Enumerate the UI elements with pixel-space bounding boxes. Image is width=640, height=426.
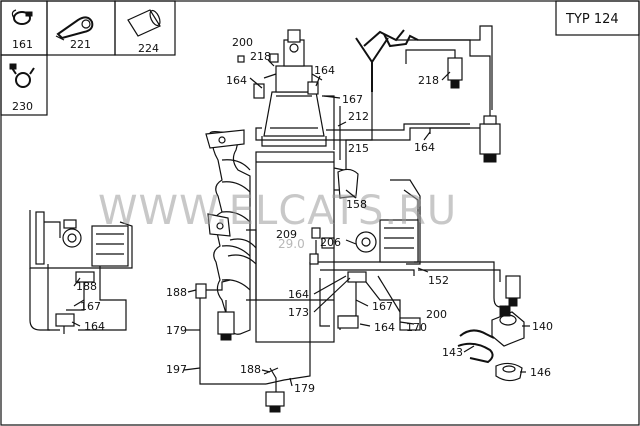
callout-218-right: 218 xyxy=(418,74,439,87)
callout-173: 173 xyxy=(288,306,309,319)
callout-143: 143 xyxy=(442,346,463,359)
legend-label-230: 230 xyxy=(12,100,33,113)
type-label: TYP 124 xyxy=(565,12,619,27)
callout-164-top-mid: 164 xyxy=(314,64,335,77)
callout-labels: 200 218 164 164 167 212 215 218 164 158 … xyxy=(76,36,553,395)
callout-206: 206 xyxy=(320,236,341,249)
callout-212: 212 xyxy=(348,110,369,123)
legend-label-221: 221 xyxy=(70,38,91,51)
callout-188-mid: 188 xyxy=(166,286,187,299)
legend-cell-230 xyxy=(0,54,48,116)
callout-215: 215 xyxy=(348,142,369,155)
legend-label-161: 161 xyxy=(12,38,33,51)
callout-164-top-left: 164 xyxy=(226,74,247,87)
fuel-distributor-assembly xyxy=(237,29,327,147)
legend-cell-224 xyxy=(114,0,176,56)
callout-164-right: 164 xyxy=(414,141,435,154)
callout-209: 209 xyxy=(276,228,297,241)
legend-panel: 161 221 224 230 xyxy=(0,0,176,116)
spring-clamp-icon xyxy=(9,63,35,88)
callout-188-left: 188 xyxy=(76,280,97,293)
callout-170: 170 xyxy=(406,321,427,334)
vacuum-line-assembly xyxy=(255,25,501,170)
engine-block xyxy=(205,129,359,343)
callout-158: 158 xyxy=(346,198,367,211)
callout-167-left: 167 xyxy=(80,300,101,313)
hose-sleeve-icon xyxy=(127,9,161,37)
right-components xyxy=(457,275,525,382)
callout-218-top: 218 xyxy=(250,50,271,63)
left-detail-inset xyxy=(29,210,133,334)
leader-lines xyxy=(71,59,530,387)
type-box xyxy=(555,0,640,36)
callout-200-top: 200 xyxy=(232,36,253,49)
callout-164-left: 164 xyxy=(84,320,105,333)
callout-164-center-low: 164 xyxy=(374,321,395,334)
callout-140: 140 xyxy=(532,320,553,333)
lower-left-components xyxy=(195,253,319,413)
callout-179-low: 179 xyxy=(294,382,315,395)
callout-167-top: 167 xyxy=(342,93,363,106)
cable-clip-icon xyxy=(55,16,94,41)
watermark-text: WWW.ELCATS.RU xyxy=(98,188,457,234)
callout-179-mid: 179 xyxy=(166,324,187,337)
watermark-note: 29.0 xyxy=(278,237,305,251)
callout-146: 146 xyxy=(530,366,551,379)
callout-197: 197 xyxy=(166,363,187,376)
callout-188-low: 188 xyxy=(240,363,261,376)
callout-152: 152 xyxy=(428,274,449,287)
callout-167-center: 167 xyxy=(372,300,393,313)
callout-200-center: 200 xyxy=(426,308,447,321)
legend-label-224: 224 xyxy=(138,42,159,55)
callout-164-center: 164 xyxy=(288,288,309,301)
hose-clamp-icon xyxy=(11,9,33,25)
